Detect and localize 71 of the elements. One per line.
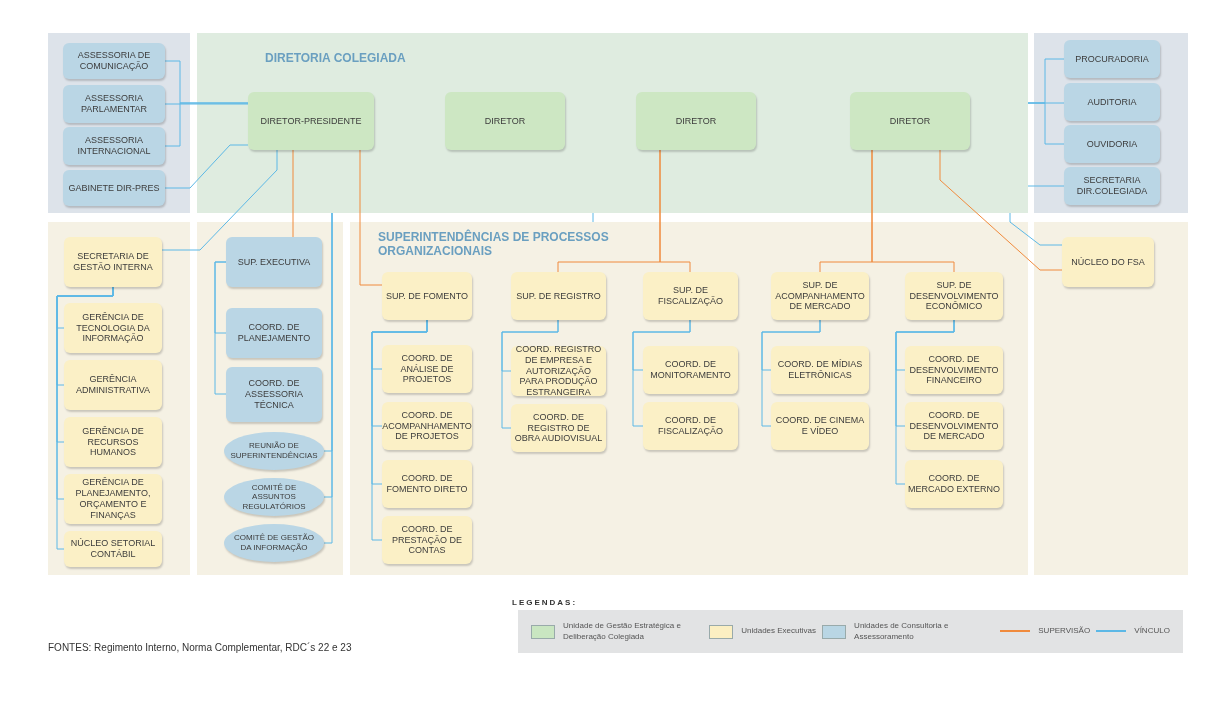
unit-box: SUP. DE ACOMPANHAMENTO DE MERCADO [771,272,869,320]
unit-box: OUVIDORIA [1064,125,1160,163]
unit-box: COORD. DE MÍDIAS ELETRÔNICAS [771,346,869,394]
connector-line [1009,212,1063,246]
unit-box: COORD. REGISTRO DE EMPRESA E AUTORIZAÇÃO PARA PRODUÇÃO ESTRANGEIRA [511,346,606,396]
unit-box: GERÊNCIA DE TECNOLOGIA DA INFORMAÇÃO [64,303,162,353]
connector-line [161,149,278,251]
unit-box: SUP. DE DESENVOLVIMENTO ECONÔMICO [905,272,1003,320]
unit-box: GERÊNCIA DE RECURSOS HUMANOS [64,417,162,467]
unit-box: COORD. DE MERCADO EXTERNO [905,460,1003,508]
section-panel [197,33,1028,213]
unit-box: GABINETE DIR-PRES [63,170,165,206]
unit-box: NÚCLEO SETORIAL CONTÁBIL [64,531,162,567]
connector-line [214,261,227,395]
unit-box: PROCURADORIA [1064,40,1160,78]
connector-line [761,319,821,427]
connector-line [592,212,594,223]
supervision-line [292,149,294,238]
unit-box: GERÊNCIA DE PLANEJAMENTO, ORÇAMENTO E FINANÇAS [64,474,162,524]
unit-box: SECRETARIA DE GESTÃO INTERNA [64,237,162,287]
unit-box: COORD. DE ACOMPANHAMENTO DE PROJETOS [382,402,472,450]
unit-box: COORD. DE FISCALIZAÇÃO [643,402,738,450]
connector-line [895,319,955,485]
section-panel [350,222,1028,575]
unit-box: COORD. DE DESENVOLVIMENTO FINANCEIRO [905,346,1003,394]
connector-line [1027,185,1065,187]
unit-box: COORD. DE FOMENTO DIRETO [382,460,472,508]
connector-line [164,102,249,147]
connector-line [632,319,691,427]
legend-text: Unidades de Consultoria e Assessoramento [854,621,950,642]
section-title: SUPERINTENDÊNCIAS DE PROCESSOS ORGANIZACIONAIS [378,230,610,259]
legend-text: VÍNCULO [1134,626,1170,637]
unit-box: AUDITORIA [1064,83,1160,121]
unit-box: GERÊNCIA ADMINISTRATIVA [64,360,162,410]
unit-box: ASSESSORIA DE COMUNICAÇÃO [63,43,165,79]
supervision-line [359,149,383,286]
unit-box: DIRETOR-PRESIDENTE [248,92,374,150]
unit-box: COORD. DE ANÁLISE DE PROJETOS [382,345,472,393]
unit-box: SUP. EXECUTIVA [226,237,322,287]
connector-line [1027,102,1065,145]
unit-box: DIRETOR [636,92,756,150]
unit-box: SUP. DE FISCALIZAÇÃO [643,272,738,320]
unit-box: COORD. DE MONITORAMENTO [643,346,738,394]
unit-box: COORD. DE PLANEJAMENTO [226,308,322,358]
supervision-line [939,149,1063,271]
connector-line [371,319,428,541]
section-title: DIRETORIA COLEGIADA [265,51,406,66]
connector-line [56,286,114,550]
unit-box: ASSESSORIA INTERNACIONAL [63,127,165,165]
legend-text: Unidades Executivas [741,626,816,637]
unit-box: ASSESSORIA PARLAMENTAR [63,85,165,123]
unit-box: DIRETOR [850,92,970,150]
legend-text: SUPERVISÃO [1038,626,1091,637]
connector-line [501,319,559,429]
supervision-line [871,149,955,273]
unit-box: SECRETARIA DIR.COLEGIADA [1064,167,1160,205]
unit-box: COORD. DE CINEMA E VÍDEO [771,402,869,450]
unit-box: COORD. DE PRESTAÇÃO DE CONTAS [382,516,472,564]
unit-box: DIRETOR [445,92,565,150]
unit-box: COORD. DE ASSESSORIA TÉCNICA [226,367,322,422]
legend-heading: LEGENDAS: [512,598,578,607]
unit-box: SUP. DE FOMENTO [382,272,472,320]
unit-box: NÚCLEO DO FSA [1062,237,1154,287]
unit-box: SUP. DE REGISTRO [511,272,606,320]
legend-text: Unidade de Gestão Estratégica e Deliberação Colegiada [563,621,682,642]
source-note: FONTES: Regimento Interno, Norma Complementar, RDC´s 22 e 23 [48,642,352,653]
unit-box: COORD. DE REGISTRO DE OBRA AUDIOVISUAL [511,404,606,452]
connector-line [164,103,249,105]
unit-box: COORD. DE DESENVOLVIMENTO DE MERCADO [905,402,1003,450]
supervision-line [659,149,691,273]
connector-line [164,144,249,189]
